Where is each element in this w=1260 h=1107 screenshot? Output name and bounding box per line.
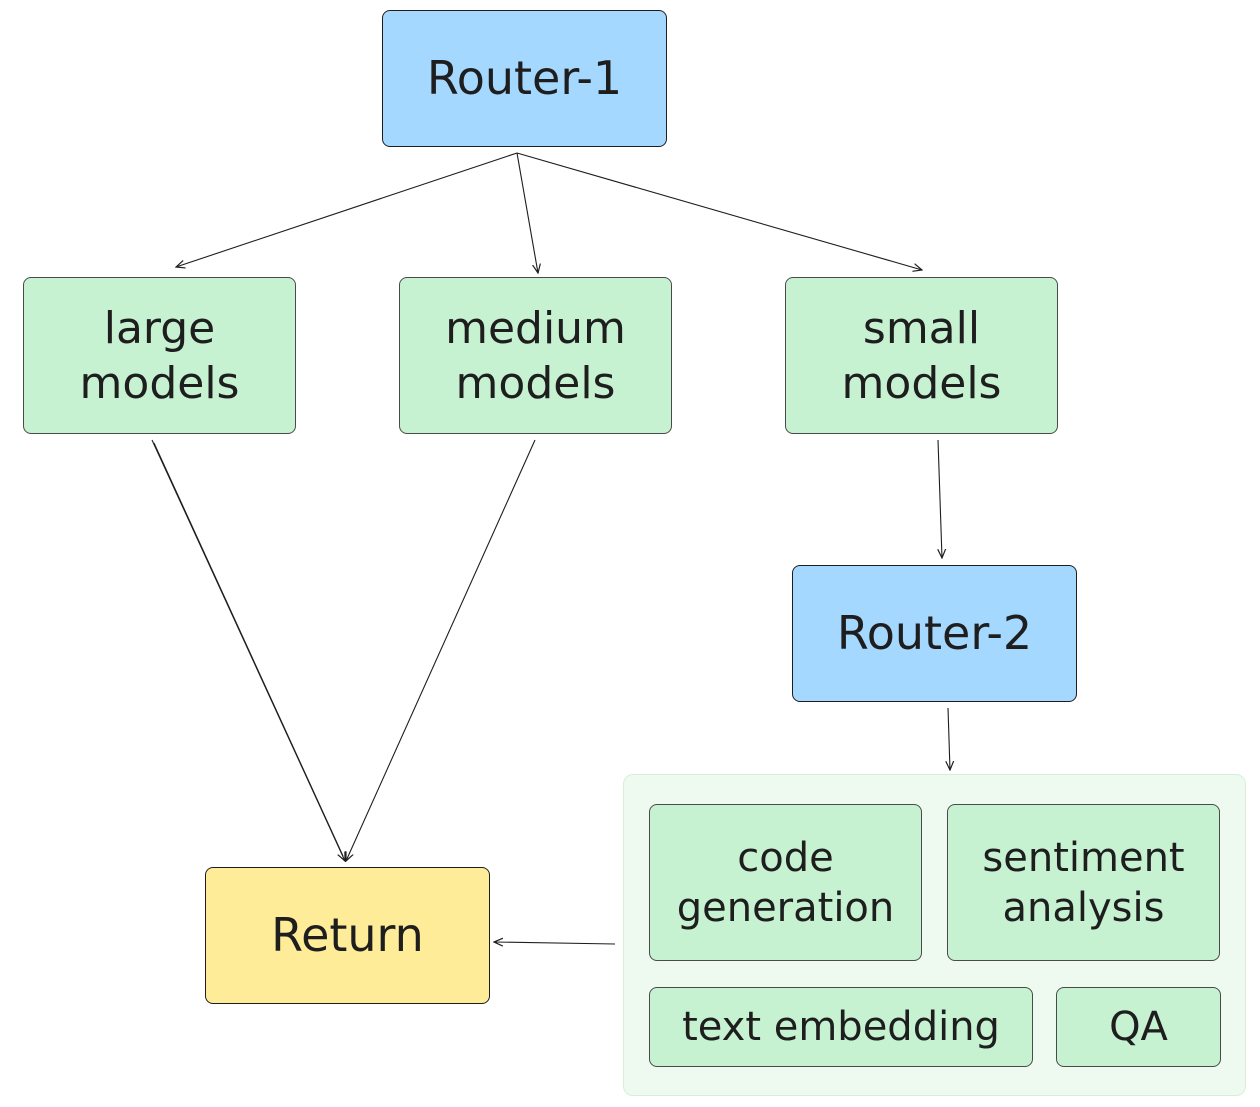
- medium-models-node[interactable]: medium models: [399, 277, 672, 434]
- qa-label: QA: [1109, 1004, 1168, 1050]
- text-embedding-node[interactable]: text embedding: [649, 987, 1033, 1067]
- arrow-router2-to-tasks: [948, 707, 950, 770]
- arrow-router1-to-large: [176, 152, 518, 267]
- arrow-router1-to-small: [516, 152, 922, 270]
- small-models-label: small models: [841, 302, 1002, 409]
- router-1-label: Router-1: [426, 50, 623, 105]
- arrow-medium-to-return: [346, 439, 536, 861]
- arrow-large-to-return-trace: [153, 442, 344, 857]
- arrow-tasks-to-return: [494, 942, 616, 944]
- code-generation-node[interactable]: code generation: [649, 804, 922, 961]
- qa-node[interactable]: QA: [1056, 987, 1221, 1067]
- router-2-node[interactable]: Router-2: [792, 565, 1077, 702]
- router-1-node[interactable]: Router-1: [382, 10, 667, 147]
- arrow-small-to-router2: [938, 439, 942, 558]
- arrow-router1-to-medium: [516, 152, 538, 273]
- text-embedding-label: text embedding: [682, 1004, 1000, 1050]
- large-models-label: large models: [79, 302, 240, 409]
- router-2-label: Router-2: [836, 605, 1033, 660]
- return-label: Return: [271, 907, 424, 962]
- sentiment-analysis-label: sentiment analysis: [982, 834, 1185, 931]
- code-generation-label: code generation: [676, 834, 895, 931]
- return-node[interactable]: Return: [205, 867, 490, 1004]
- small-models-node[interactable]: small models: [785, 277, 1058, 434]
- large-models-node[interactable]: large models: [23, 277, 296, 434]
- medium-models-label: medium models: [445, 302, 626, 409]
- sentiment-analysis-node[interactable]: sentiment analysis: [947, 804, 1220, 961]
